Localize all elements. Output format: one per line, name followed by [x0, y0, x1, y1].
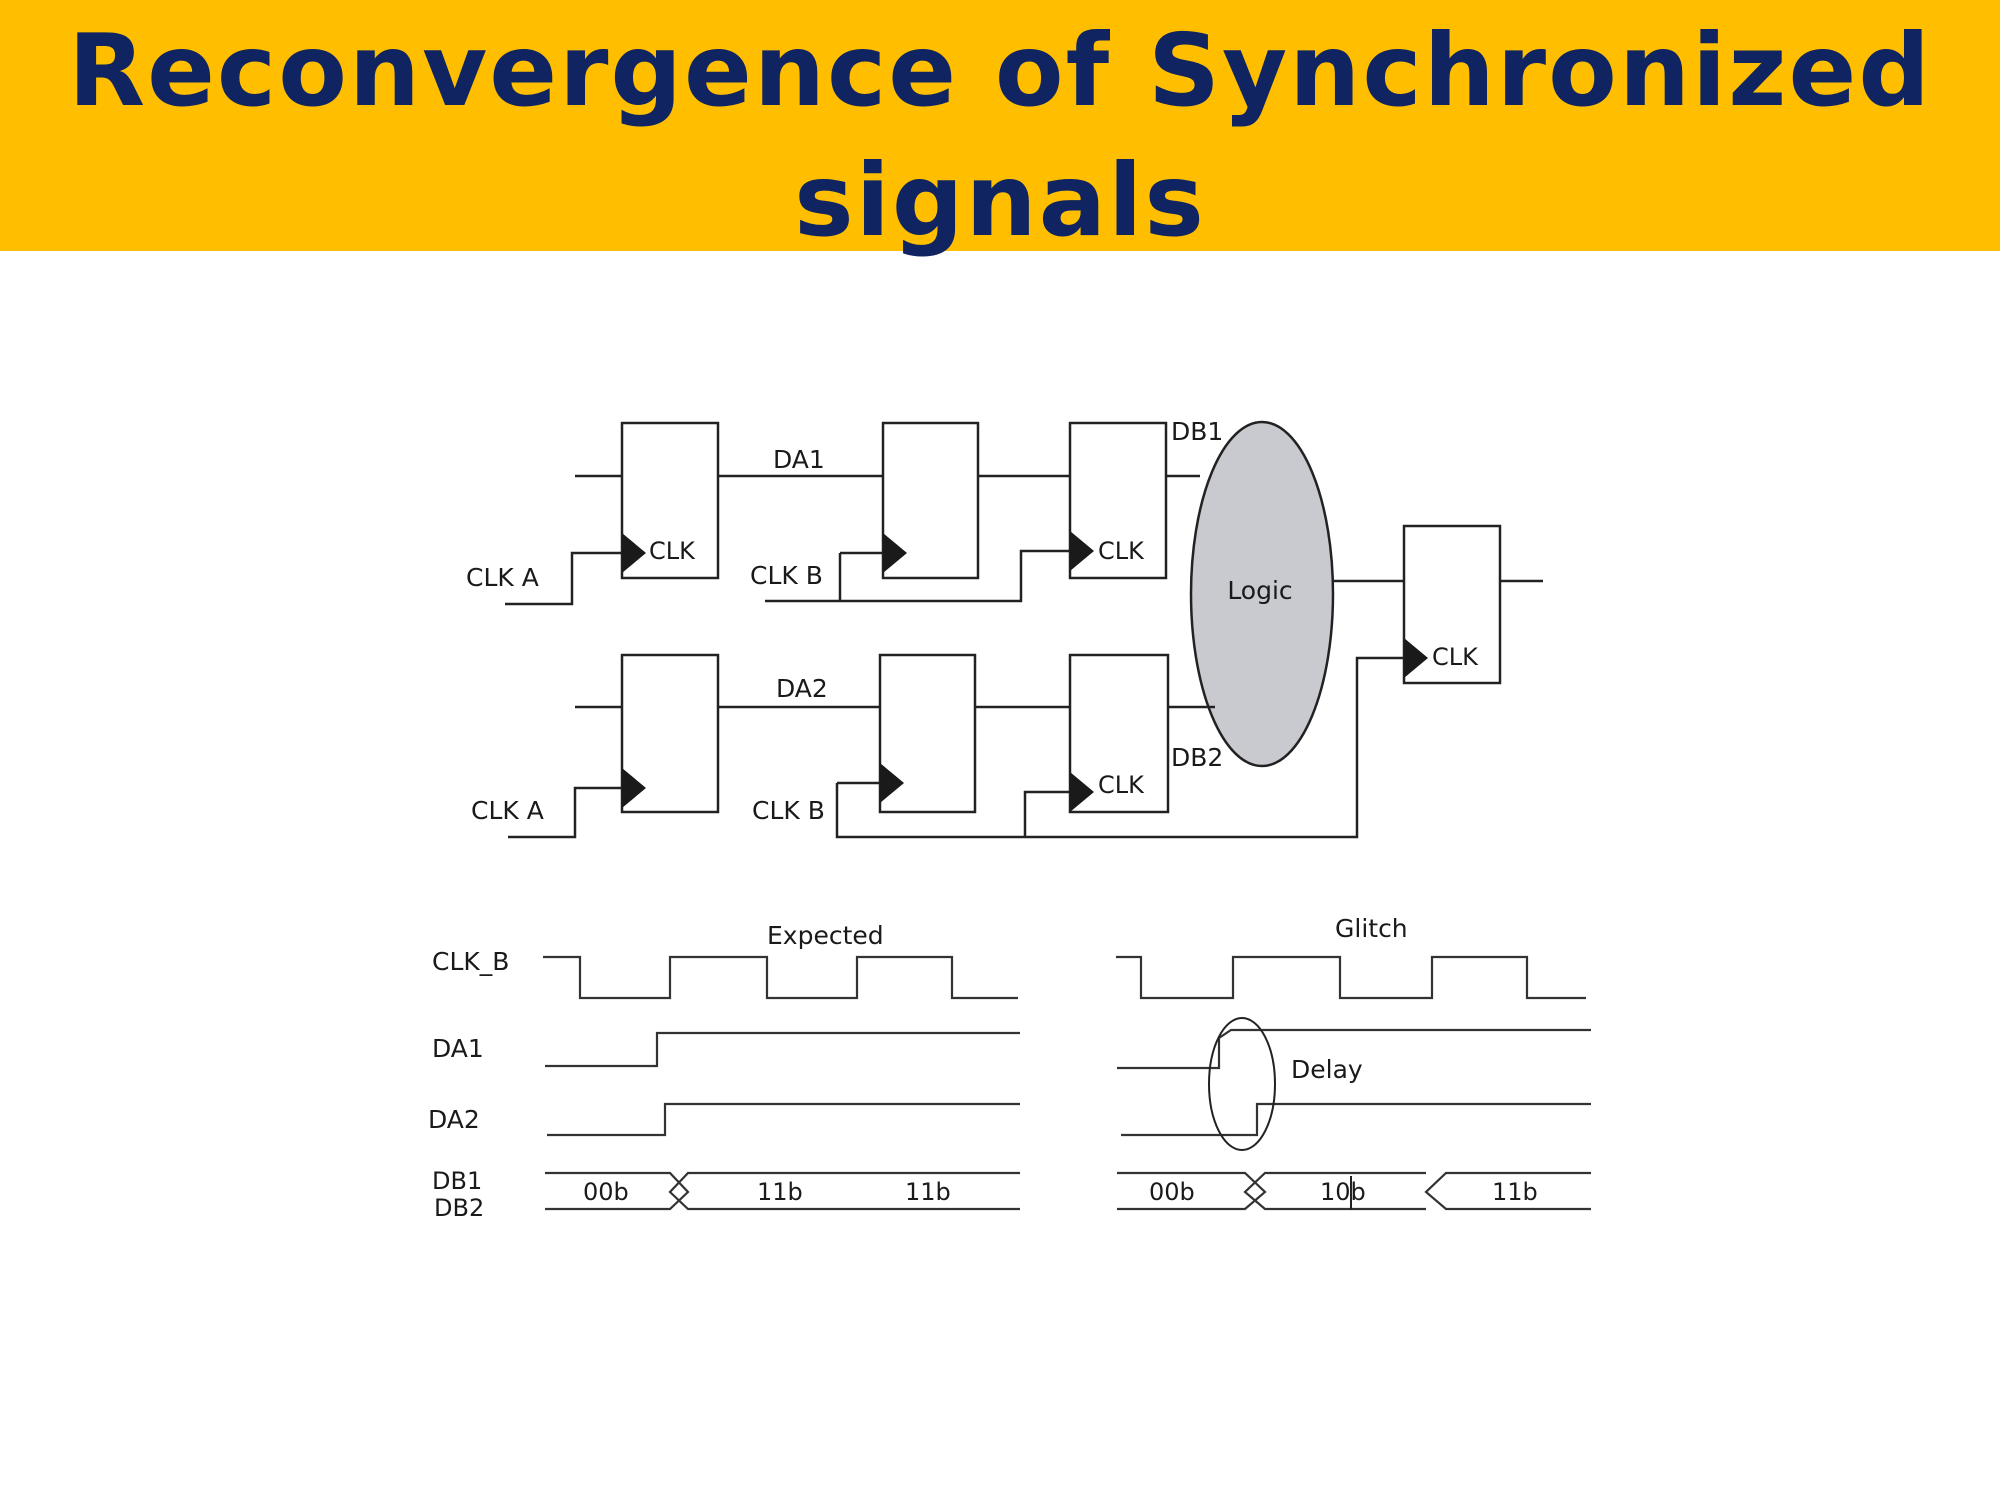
circuit-schematic: Logic: [466, 417, 1543, 839]
bus-segment-glitch: [1424, 1171, 1591, 1211]
db1-label: DB1: [1171, 417, 1223, 446]
bus-segment-expected: [545, 1171, 690, 1211]
logic-label: Logic: [1227, 576, 1292, 605]
clock-triangle-icon: [1070, 531, 1094, 571]
clk-a-top-label: CLK A: [466, 563, 539, 592]
row-label-da1: DA1: [432, 1034, 484, 1063]
ff-clk-label: CLK: [1432, 643, 1479, 671]
waveform-clk-b-glitch: [1116, 955, 1586, 1000]
bus-value-expected: 00b: [583, 1178, 629, 1206]
da1-label: DA1: [773, 445, 825, 474]
delay-label: Delay: [1291, 1055, 1363, 1084]
row-label-clk-b: CLK_B: [432, 947, 509, 976]
title-banner: [0, 0, 2000, 251]
ff-clk-label: CLK: [1098, 537, 1145, 565]
clock-triangle-icon: [883, 533, 907, 573]
bus-segment-glitch: [1243, 1171, 1426, 1211]
clock-triangle-icon: [622, 533, 646, 573]
clock-triangle-icon: [880, 763, 904, 803]
glitch-title: Glitch: [1335, 914, 1408, 943]
ff-clk-label: CLK: [1098, 771, 1145, 799]
delay-circle: [1208, 1017, 1276, 1151]
waveform-da2-glitch: [1121, 1102, 1591, 1137]
bus-value-glitch: 00b: [1149, 1178, 1195, 1206]
slide-title: Reconvergence of Synchronized signals: [68, 12, 1932, 259]
clock-triangle-icon: [1070, 772, 1094, 812]
bus-value-glitch: 11b: [1492, 1178, 1538, 1206]
bus-value-expected: 11b: [905, 1178, 951, 1206]
waveform-da2-expected: [547, 1102, 1020, 1137]
flipflop-b1: [881, 421, 980, 580]
wire-clk-a-bottom: [508, 786, 622, 839]
db2-label: DB2: [1171, 743, 1223, 772]
ff-clk-label: CLK: [649, 537, 696, 565]
row-label-da2: DA2: [428, 1105, 480, 1134]
clock-triangle-icon: [1404, 638, 1428, 678]
expected-title: Expected: [767, 921, 884, 950]
wire-clk-b-top: [765, 549, 1070, 603]
row-label-db2: DB2: [434, 1194, 484, 1222]
logic-block: [1189, 420, 1335, 768]
clk-b-bottom-label: CLK B: [752, 796, 825, 825]
timing-glitch: Glitch Delay 00b 10b 11b: [1116, 914, 1591, 1211]
row-label-db1: DB1: [432, 1167, 482, 1195]
clock-triangle-icon: [622, 768, 646, 808]
wire-clk-a-top: [505, 551, 622, 606]
wire-clk-b-ff-bottom-right: [1023, 790, 1070, 837]
da2-label: DA2: [776, 674, 828, 703]
clk-a-bottom-label: CLK A: [471, 796, 544, 825]
bus-value-glitch: 10b: [1320, 1178, 1366, 1206]
bus-segment-glitch: [1117, 1171, 1267, 1211]
waveform-da1-expected: [545, 1031, 1020, 1068]
clk-b-top-label: CLK B: [750, 561, 823, 590]
bus-value-expected: 11b: [757, 1178, 803, 1206]
waveform-clk-b-expected: [543, 955, 1018, 1000]
timing-expected: Expected CLK_B DA1 DA2 DB1 DB2 00b 11b 1…: [428, 921, 1020, 1222]
bus-segment-expected: [668, 1171, 1020, 1211]
wire-clk-b-bottom: [835, 656, 1404, 839]
